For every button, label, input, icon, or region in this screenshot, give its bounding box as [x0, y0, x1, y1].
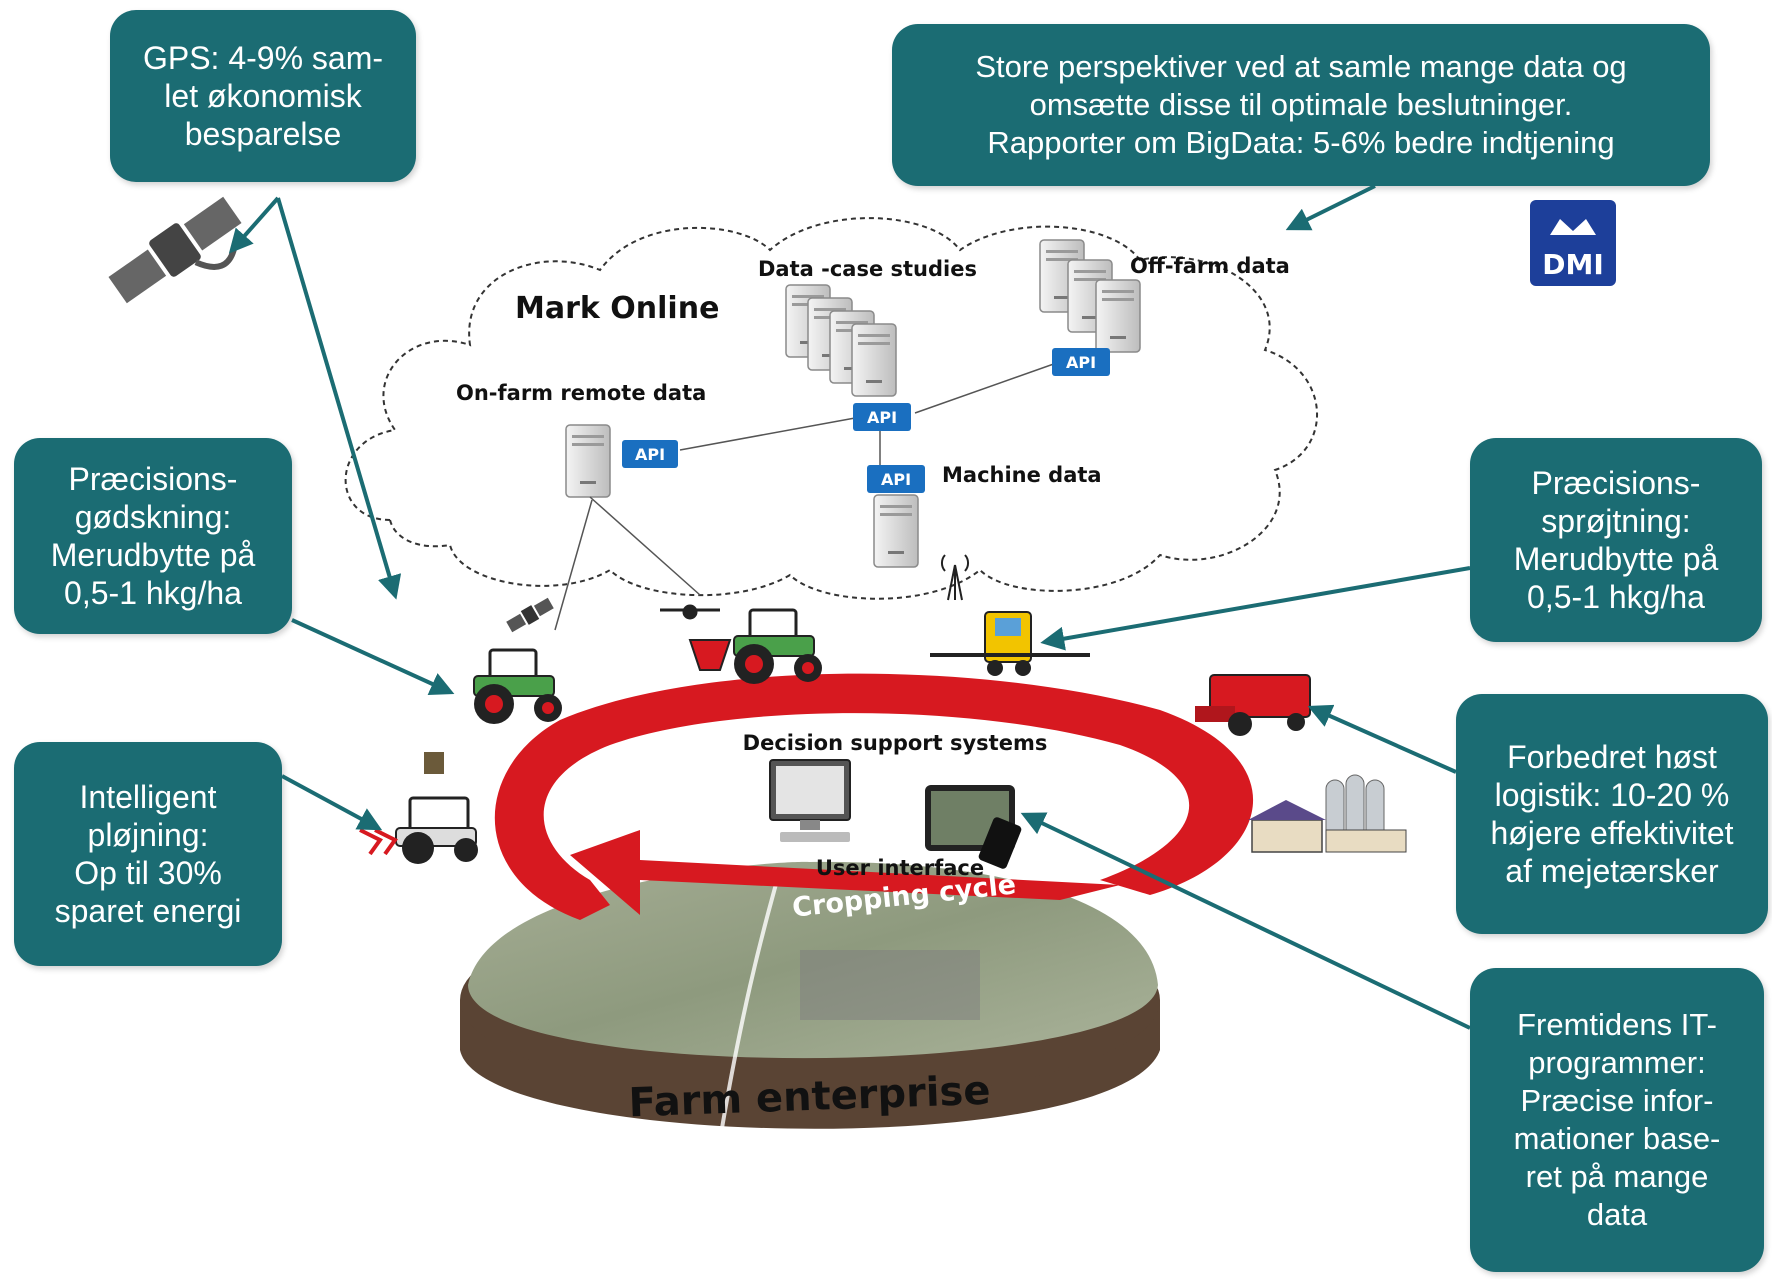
sprayer-icon [930, 611, 1090, 676]
callout-precision-fertilization: Præcisions- gødskning: Merudbytte på 0,5… [14, 438, 292, 634]
tractor-spreader-icon [688, 608, 824, 686]
satellite-small-icon [506, 597, 554, 633]
svg-text:API: API [635, 445, 665, 464]
farm-platform [460, 861, 1160, 1141]
label-decision-support-systems: Decision support systems [743, 731, 1048, 755]
farm-buildings-icon [1248, 774, 1407, 853]
tablet-phone-icon [925, 785, 1022, 869]
computer-monitor-icon [769, 759, 851, 842]
svg-text:API: API [867, 408, 897, 427]
api-badge-off-farm: API [1052, 348, 1110, 376]
label-data-case-studies: Data -case studies [758, 257, 977, 281]
cloud-title: Mark Online [515, 291, 719, 326]
svg-text:DMI: DMI [1542, 248, 1604, 281]
combine-harvester-icon [1195, 674, 1311, 736]
svg-text:API: API [1066, 353, 1096, 372]
server-machine [873, 494, 919, 568]
label-off-farm-data: Off-farm data [1130, 254, 1290, 278]
antenna-icon [941, 554, 969, 601]
drone-icon [660, 604, 720, 620]
callout-bigdata: Store perspektiver ved at samle mange da… [892, 24, 1710, 186]
satellite-icon [108, 196, 242, 304]
callout-gps: GPS: 4-9% sam- let økonomisk besparelse [110, 10, 416, 182]
callout-harvest-logistics: Forbedret høst logistik: 10-20 % højere … [1456, 694, 1768, 934]
callout-arrows [228, 184, 1471, 1030]
api-badge-case-studies: API [853, 403, 911, 431]
label-machine-data: Machine data [942, 463, 1102, 487]
cloud-connections [554, 359, 1066, 631]
tractor-fertilizing-icon [472, 648, 564, 726]
api-badge-machine: API [867, 465, 925, 493]
api-badge-on-farm: API [622, 440, 678, 468]
callout-intelligent-plowing: Intelligent pløjning: Op til 30% sparet … [14, 742, 282, 966]
tractor-plow-icon [359, 752, 478, 864]
dmi-logo: DMI [1530, 200, 1616, 286]
svg-text:API: API [881, 470, 911, 489]
callout-future-it: Fremtidens IT- programmer: Præcise infor… [1470, 968, 1764, 1272]
callout-precision-spraying: Præcisions- sprøjtning: Merudbytte på 0,… [1470, 438, 1762, 642]
label-on-farm-remote-data: On-farm remote data [456, 381, 706, 405]
server-on-farm [565, 424, 611, 498]
label-user-interface: User interface [816, 856, 984, 880]
cropping-cycle-ring [494, 673, 1254, 920]
